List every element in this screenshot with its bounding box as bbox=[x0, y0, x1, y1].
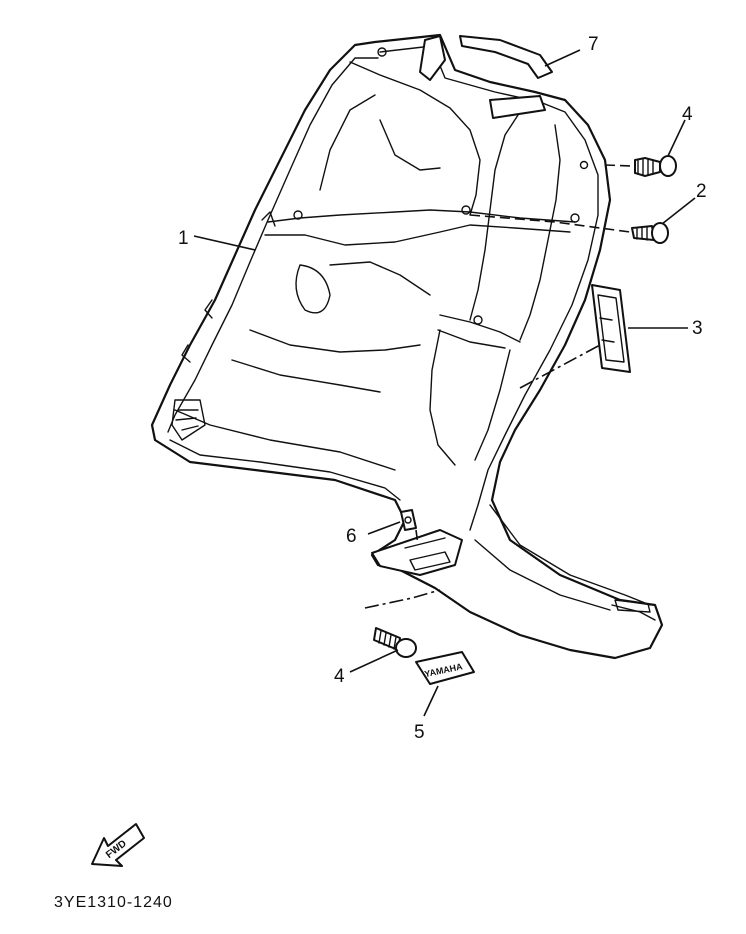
bracket-part-3 bbox=[519, 284, 631, 389]
callout-7: 7 bbox=[588, 34, 599, 55]
callout-6: 6 bbox=[346, 526, 357, 547]
screw-part-4-lower bbox=[364, 589, 441, 658]
bolt-part-2 bbox=[469, 214, 669, 244]
leader-lines bbox=[193, 49, 696, 717]
screw-part-4-upper bbox=[604, 155, 677, 177]
fwd-arrow-icon: FWD bbox=[91, 823, 145, 867]
drawing-code: 3YE1310-1240 bbox=[54, 894, 173, 911]
leg-shield-part-1 bbox=[150, 33, 664, 660]
clip-nut-part-6 bbox=[400, 509, 419, 546]
callout-1: 1 bbox=[178, 228, 189, 249]
callout-2: 2 bbox=[696, 181, 707, 202]
callout-3: 3 bbox=[692, 318, 703, 339]
callout-labels: 1 2 3 4 4 5 6 7 bbox=[178, 34, 707, 743]
callout-4-lower: 4 bbox=[334, 666, 345, 687]
callout-5: 5 bbox=[414, 722, 425, 743]
callout-4-upper: 4 bbox=[682, 104, 693, 125]
trim-strip-part-7 bbox=[459, 35, 553, 79]
emblem-part-5: YAMAHA bbox=[415, 651, 475, 685]
